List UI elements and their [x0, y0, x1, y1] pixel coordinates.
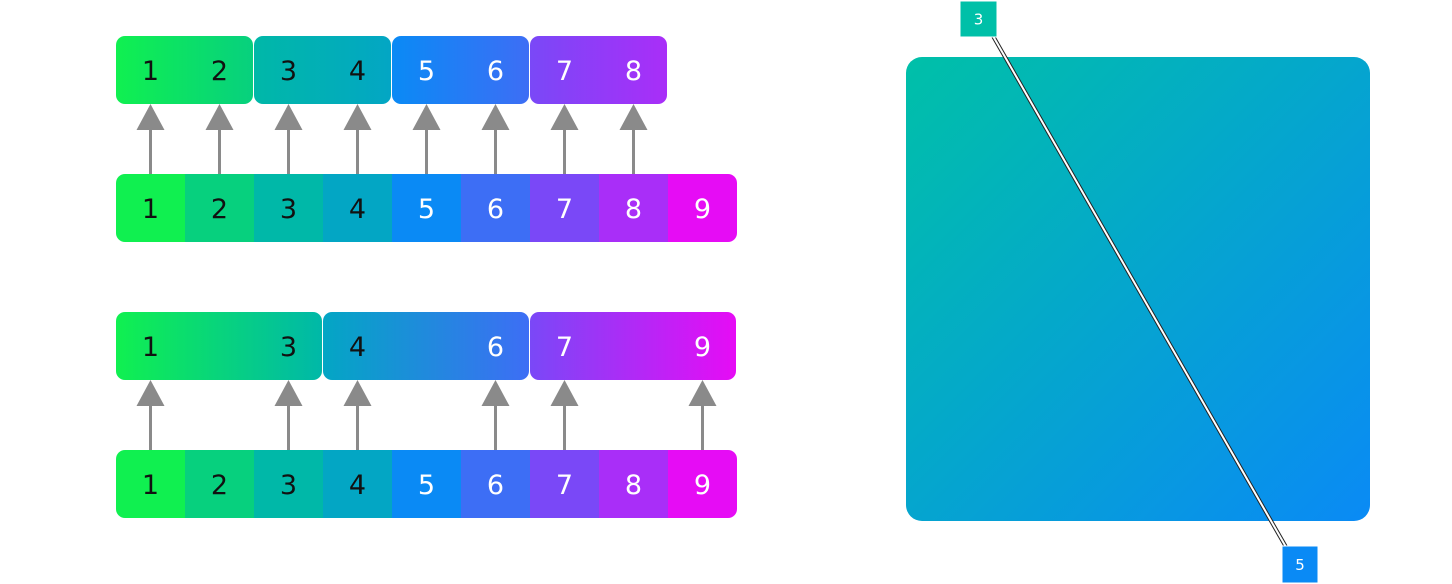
- top-target-group: [116, 36, 253, 104]
- top-arrow: [136, 104, 165, 174]
- top-source-cell-label: 1: [142, 194, 159, 225]
- bottom-source-cell-label: 6: [487, 470, 504, 501]
- top-source-cell-label: 9: [694, 194, 711, 225]
- bottom-arrow: [136, 380, 165, 450]
- bottom-source-cell: [392, 450, 462, 518]
- bottom-source-cell: [254, 450, 324, 518]
- top-arrow: [550, 104, 579, 174]
- bottom-source-cell-label: 2: [211, 470, 228, 501]
- top-source-cell-label: 8: [625, 194, 642, 225]
- top-source-cell-label: 4: [349, 194, 366, 225]
- top-source-cell: [185, 174, 255, 242]
- bottom-target-row: 1 3 4 6 7 9: [116, 312, 736, 380]
- gradient-direction-line: [991, 35, 1288, 548]
- bottom-target-label: 3: [280, 332, 297, 363]
- bottom-source-cell-label: 9: [694, 470, 711, 501]
- top-arrow: [274, 104, 303, 174]
- top-target-label: 7: [556, 56, 573, 87]
- bottom-arrows: [136, 380, 717, 450]
- bottom-source-cell-label: 1: [142, 470, 159, 501]
- top-source-cell: [116, 174, 186, 242]
- bottom-source-cell-label: 8: [625, 470, 642, 501]
- gradient-panel-figure: 3 5: [906, 0, 1370, 584]
- top-source-strip: 1 2 3 4 5 6 7 8 9: [116, 174, 737, 242]
- bottom-source-cell: [185, 450, 255, 518]
- top-source-cell: [323, 174, 393, 242]
- gradient-start-handle: [959, 0, 998, 38]
- bottom-source-cell-label: 3: [280, 470, 297, 501]
- bottom-target-group: [116, 312, 322, 380]
- top-source-cell-label: 2: [211, 194, 228, 225]
- top-arrow: [205, 104, 234, 174]
- bottom-source-cell: [461, 450, 531, 518]
- top-target-label: 8: [625, 56, 642, 87]
- bottom-arrow: [481, 380, 510, 450]
- bottom-source-cell: [668, 450, 737, 518]
- bottom-arrow: [274, 380, 303, 450]
- bottom-arrow: [550, 380, 579, 450]
- bottom-target-group: [323, 312, 529, 380]
- top-source-cell-label: 6: [487, 194, 504, 225]
- top-source-cell: [530, 174, 600, 242]
- top-target-label: 6: [487, 56, 504, 87]
- bottom-source-cell: [599, 450, 669, 518]
- bottom-source-cell-label: 4: [349, 470, 366, 501]
- top-target-label: 2: [211, 56, 228, 87]
- top-arrows: [136, 104, 648, 174]
- gradient-start-label: 3: [974, 11, 984, 29]
- gradient-end-marker: 5: [1281, 545, 1319, 584]
- top-source-cell-label: 3: [280, 194, 297, 225]
- bottom-source-cell-label: 5: [418, 470, 435, 501]
- gradient-end-label: 5: [1295, 556, 1305, 574]
- top-arrow: [619, 104, 648, 174]
- top-target-label: 4: [349, 56, 366, 87]
- top-target-group: [530, 36, 667, 104]
- bottom-source-cell: [323, 450, 393, 518]
- top-source-cell: [668, 174, 737, 242]
- top-arrow: [481, 104, 510, 174]
- top-source-cell-label: 7: [556, 194, 573, 225]
- bottom-target-label: 1: [142, 332, 159, 363]
- gradient-start-marker: 3: [959, 0, 998, 38]
- top-source-cell: [392, 174, 462, 242]
- top-target-label: 1: [142, 56, 159, 87]
- top-target-label: 3: [280, 56, 297, 87]
- bottom-source-cell: [116, 450, 186, 518]
- top-target-group: [392, 36, 529, 104]
- top-diagram: 1 2 3 4 5 6 7 8 1 2 3 4 5 6 7 8 9: [116, 36, 737, 242]
- bottom-target-label: 7: [556, 332, 573, 363]
- bottom-arrow: [688, 380, 717, 450]
- top-arrow: [412, 104, 441, 174]
- bottom-source-strip: 1 2 3 4 5 6 7 8 9: [116, 450, 737, 518]
- bottom-arrow: [343, 380, 372, 450]
- bottom-source-cell-label: 7: [556, 470, 573, 501]
- bottom-source-cell: [530, 450, 600, 518]
- gradient-end-handle: [1281, 545, 1319, 584]
- bottom-target-label: 9: [694, 332, 711, 363]
- top-source-cell: [599, 174, 669, 242]
- top-source-cell: [461, 174, 531, 242]
- bottom-diagram: 1 3 4 6 7 9 1 2 3 4 5 6 7 8 9: [116, 312, 737, 518]
- bottom-target-label: 6: [487, 332, 504, 363]
- top-target-label: 5: [418, 56, 435, 87]
- top-source-cell: [254, 174, 324, 242]
- top-arrow: [343, 104, 372, 174]
- top-target-row: 1 2 3 4 5 6 7 8: [116, 36, 667, 104]
- top-target-group: [254, 36, 391, 104]
- bottom-target-label: 4: [349, 332, 366, 363]
- bottom-target-group: [530, 312, 736, 380]
- top-source-cell-label: 5: [418, 194, 435, 225]
